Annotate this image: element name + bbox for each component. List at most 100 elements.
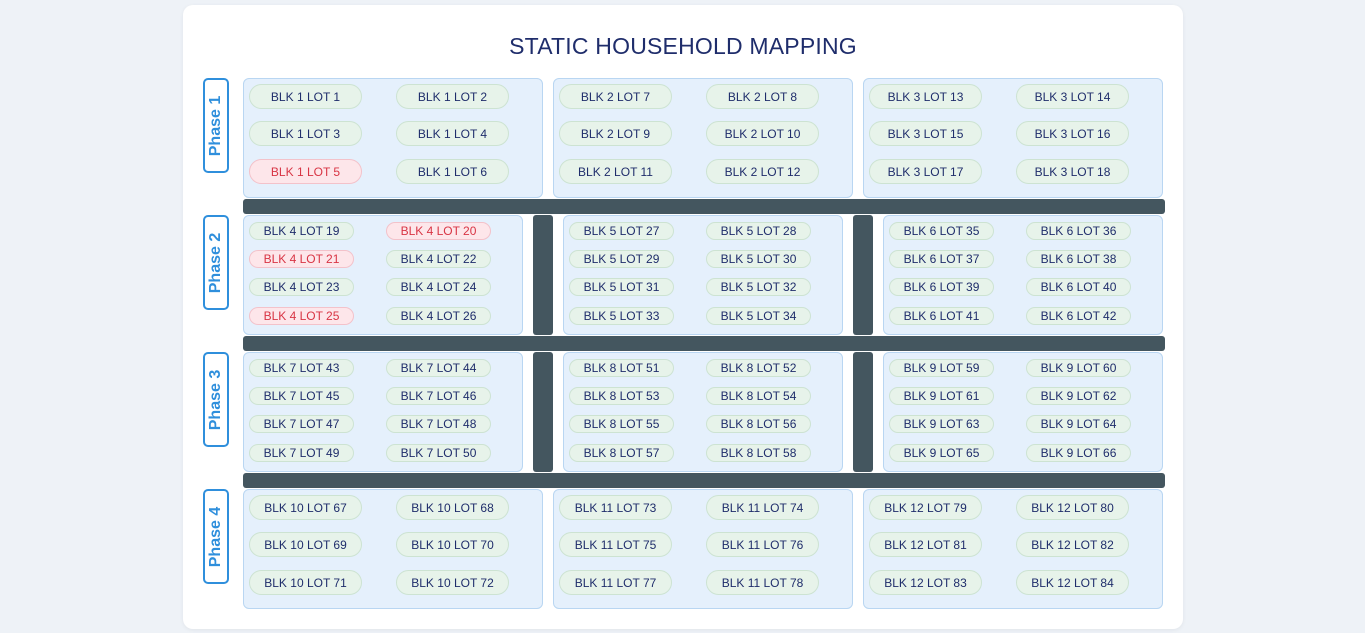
block-2-3: BLK 6 LOT 35 BLK 6 LOT 36 BLK 6 LOT 37 BLK …: [883, 215, 1163, 335]
road-vertical: [853, 352, 873, 472]
lot-button[interactable]: BLK 8 LOT 57: [569, 444, 674, 462]
lot-button[interactable]: BLK 8 LOT 54: [706, 387, 811, 405]
lot-button[interactable]: BLK 8 LOT 53: [569, 387, 674, 405]
lot-button[interactable]: BLK 5 LOT 29: [569, 250, 674, 268]
lot-button[interactable]: BLK 7 LOT 50: [386, 444, 491, 462]
lot-button[interactable]: BLK 4 LOT 23: [249, 278, 354, 296]
lot-button[interactable]: BLK 7 LOT 49: [249, 444, 354, 462]
page-title: STATIC HOUSEHOLD MAPPING: [509, 33, 857, 59]
lot-button[interactable]: BLK 1 LOT 1: [249, 84, 362, 109]
lot-button[interactable]: BLK 5 LOT 34: [706, 307, 811, 325]
lot-button[interactable]: BLK 6 LOT 37: [889, 250, 994, 268]
lot-button[interactable]: BLK 5 LOT 28: [706, 222, 811, 240]
lot-button[interactable]: BLK 12 LOT 80: [1016, 495, 1129, 520]
lot-button[interactable]: BLK 5 LOT 31: [569, 278, 674, 296]
lot-button[interactable]: BLK 3 LOT 17: [869, 159, 982, 184]
lot-button[interactable]: BLK 11 LOT 74: [706, 495, 819, 520]
lot-button[interactable]: BLK 9 LOT 59: [889, 359, 994, 377]
lot-button[interactable]: BLK 9 LOT 61: [889, 387, 994, 405]
lot-button[interactable]: BLK 4 LOT 22: [386, 250, 491, 268]
lot-button[interactable]: BLK 3 LOT 13: [869, 84, 982, 109]
lot-button[interactable]: BLK 1 LOT 6: [396, 159, 509, 184]
lot-button[interactable]: BLK 6 LOT 39: [889, 278, 994, 296]
lot-button[interactable]: BLK 1 LOT 5: [249, 159, 362, 184]
lot-button[interactable]: BLK 3 LOT 14: [1016, 84, 1129, 109]
lot-button[interactable]: BLK 7 LOT 46: [386, 387, 491, 405]
lot-button[interactable]: BLK 9 LOT 64: [1026, 415, 1131, 433]
lot-button[interactable]: BLK 10 LOT 67: [249, 495, 362, 520]
lot-button[interactable]: BLK 4 LOT 21: [249, 250, 354, 268]
lot-button[interactable]: BLK 10 LOT 70: [396, 532, 509, 557]
lot-button[interactable]: BLK 9 LOT 65: [889, 444, 994, 462]
phase-label-1: Phase 1: [203, 78, 229, 173]
phase-label-text: Phase 2: [207, 232, 224, 293]
lot-button[interactable]: BLK 10 LOT 69: [249, 532, 362, 557]
lot-button[interactable]: BLK 1 LOT 2: [396, 84, 509, 109]
lot-button[interactable]: BLK 12 LOT 79: [869, 495, 982, 520]
block-3-3: BLK 9 LOT 59 BLK 9 LOT 60 BLK 9 LOT 61 BLK …: [883, 352, 1163, 472]
lot-button[interactable]: BLK 5 LOT 32: [706, 278, 811, 296]
phase-label-text: Phase 3: [207, 369, 224, 430]
lot-button[interactable]: BLK 8 LOT 58: [706, 444, 811, 462]
lot-button[interactable]: BLK 7 LOT 43: [249, 359, 354, 377]
phase-label-4: Phase 4: [203, 489, 229, 584]
lot-button[interactable]: BLK 2 LOT 9: [559, 121, 672, 146]
lot-button[interactable]: BLK 12 LOT 84: [1016, 570, 1129, 595]
lot-button[interactable]: BLK 9 LOT 62: [1026, 387, 1131, 405]
lot-button[interactable]: BLK 7 LOT 48: [386, 415, 491, 433]
block-1-1: BLK 1 LOT 1 BLK 1 LOT 2 BLK 1 LOT 3 BLK 1 L…: [243, 78, 543, 198]
lot-button[interactable]: BLK 3 LOT 18: [1016, 159, 1129, 184]
road-horizontal: [243, 199, 1165, 214]
lot-button[interactable]: BLK 2 LOT 10: [706, 121, 819, 146]
lot-button[interactable]: BLK 8 LOT 56: [706, 415, 811, 433]
phase-label-2: Phase 2: [203, 215, 229, 310]
lot-button[interactable]: BLK 9 LOT 63: [889, 415, 994, 433]
lot-button[interactable]: BLK 11 LOT 77: [559, 570, 672, 595]
lot-button[interactable]: BLK 6 LOT 40: [1026, 278, 1131, 296]
lot-button[interactable]: BLK 4 LOT 19: [249, 222, 354, 240]
lot-button[interactable]: BLK 12 LOT 82: [1016, 532, 1129, 557]
lot-button[interactable]: BLK 7 LOT 44: [386, 359, 491, 377]
lot-button[interactable]: BLK 8 LOT 51: [569, 359, 674, 377]
road-horizontal: [243, 473, 1165, 488]
lot-button[interactable]: BLK 10 LOT 71: [249, 570, 362, 595]
lot-button[interactable]: BLK 6 LOT 41: [889, 307, 994, 325]
lot-button[interactable]: BLK 12 LOT 83: [869, 570, 982, 595]
lot-button[interactable]: BLK 11 LOT 76: [706, 532, 819, 557]
lot-button[interactable]: BLK 3 LOT 15: [869, 121, 982, 146]
lot-button[interactable]: BLK 3 LOT 16: [1016, 121, 1129, 146]
lot-button[interactable]: BLK 9 LOT 66: [1026, 444, 1131, 462]
lot-button[interactable]: BLK 11 LOT 75: [559, 532, 672, 557]
lot-button[interactable]: BLK 4 LOT 24: [386, 278, 491, 296]
lot-button[interactable]: BLK 7 LOT 47: [249, 415, 354, 433]
lot-button[interactable]: BLK 5 LOT 33: [569, 307, 674, 325]
lot-button[interactable]: BLK 2 LOT 12: [706, 159, 819, 184]
lot-button[interactable]: BLK 6 LOT 42: [1026, 307, 1131, 325]
lot-button[interactable]: BLK 11 LOT 78: [706, 570, 819, 595]
lot-button[interactable]: BLK 5 LOT 30: [706, 250, 811, 268]
lot-button[interactable]: BLK 8 LOT 55: [569, 415, 674, 433]
lot-button[interactable]: BLK 4 LOT 25: [249, 307, 354, 325]
road-vertical: [533, 352, 553, 472]
lot-button[interactable]: BLK 4 LOT 20: [386, 222, 491, 240]
phase-label-text: Phase 1: [207, 95, 224, 156]
lot-button[interactable]: BLK 6 LOT 38: [1026, 250, 1131, 268]
block-4-2: BLK 11 LOT 73 BLK 11 LOT 74 BLK 11 LOT 75 B…: [553, 489, 853, 609]
lot-button[interactable]: BLK 1 LOT 3: [249, 121, 362, 146]
lot-button[interactable]: BLK 2 LOT 8: [706, 84, 819, 109]
lot-button[interactable]: BLK 11 LOT 73: [559, 495, 672, 520]
lot-button[interactable]: BLK 1 LOT 4: [396, 121, 509, 146]
lot-button[interactable]: BLK 10 LOT 68: [396, 495, 509, 520]
lot-button[interactable]: BLK 9 LOT 60: [1026, 359, 1131, 377]
block-1-3: BLK 3 LOT 13 BLK 3 LOT 14 BLK 3 LOT 15 BLK …: [863, 78, 1163, 198]
lot-button[interactable]: BLK 2 LOT 11: [559, 159, 672, 184]
lot-button[interactable]: BLK 6 LOT 35: [889, 222, 994, 240]
lot-button[interactable]: BLK 4 LOT 26: [386, 307, 491, 325]
lot-button[interactable]: BLK 6 LOT 36: [1026, 222, 1131, 240]
lot-button[interactable]: BLK 5 LOT 27: [569, 222, 674, 240]
lot-button[interactable]: BLK 12 LOT 81: [869, 532, 982, 557]
lot-button[interactable]: BLK 7 LOT 45: [249, 387, 354, 405]
lot-button[interactable]: BLK 2 LOT 7: [559, 84, 672, 109]
lot-button[interactable]: BLK 8 LOT 52: [706, 359, 811, 377]
lot-button[interactable]: BLK 10 LOT 72: [396, 570, 509, 595]
